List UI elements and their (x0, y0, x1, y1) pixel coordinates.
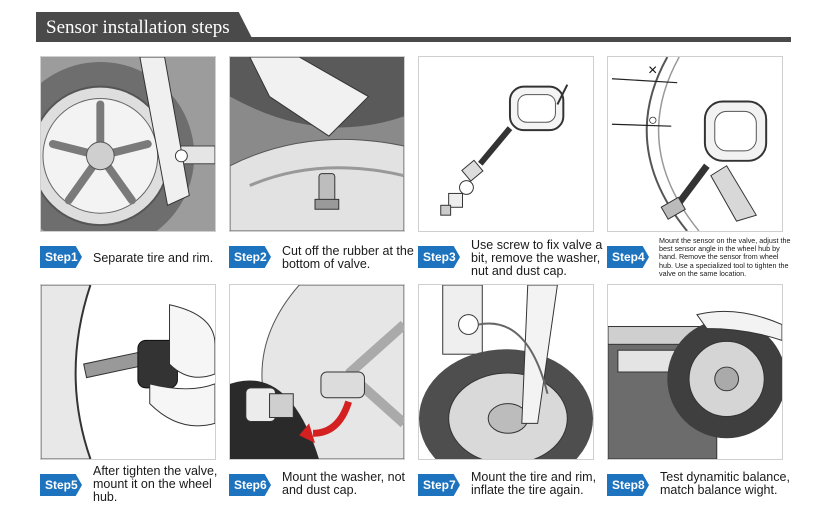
step2-image (229, 56, 405, 232)
step5-badge: Step5 (40, 474, 82, 496)
step3-image (418, 56, 594, 232)
wrong-mark-icon: × (648, 62, 658, 79)
header-divider (36, 37, 791, 42)
step3-badge: Step3 (418, 246, 460, 268)
step7-image (418, 284, 594, 460)
step8-image (607, 284, 783, 460)
step1-badge: Step1 (40, 246, 82, 268)
step5-image (40, 284, 216, 460)
step1-text: Separate tire and rim. (93, 251, 214, 265)
step1-image (40, 56, 216, 232)
page-title: Sensor installation steps (46, 17, 230, 38)
step7-text: Mount the tire and rim, inflate the tire… (471, 470, 597, 497)
step2-text: Cut off the rubber at the bottom of valv… (282, 244, 414, 271)
step4-text: Mount the sensor on the valve, adjust th… (659, 236, 791, 278)
step4-badge: Step4 (607, 246, 649, 268)
step7-badge: Step7 (418, 474, 460, 496)
step3-text: Use screw to fix valve a bit, remove the… (471, 238, 603, 278)
step8-text: Test dynamitic balance, match balance wi… (660, 470, 790, 497)
step6-image (229, 284, 405, 460)
step5-text: After tighten the valve, mount it on the… (93, 464, 218, 504)
step4-image: × ○ (607, 56, 783, 232)
right-mark-icon: ○ (648, 112, 658, 129)
step8-badge: Step8 (607, 474, 649, 496)
step6-badge: Step6 (229, 474, 271, 496)
step6-text: Mount the washer, not and dust cap. (282, 470, 405, 497)
step2-badge: Step2 (229, 246, 271, 268)
